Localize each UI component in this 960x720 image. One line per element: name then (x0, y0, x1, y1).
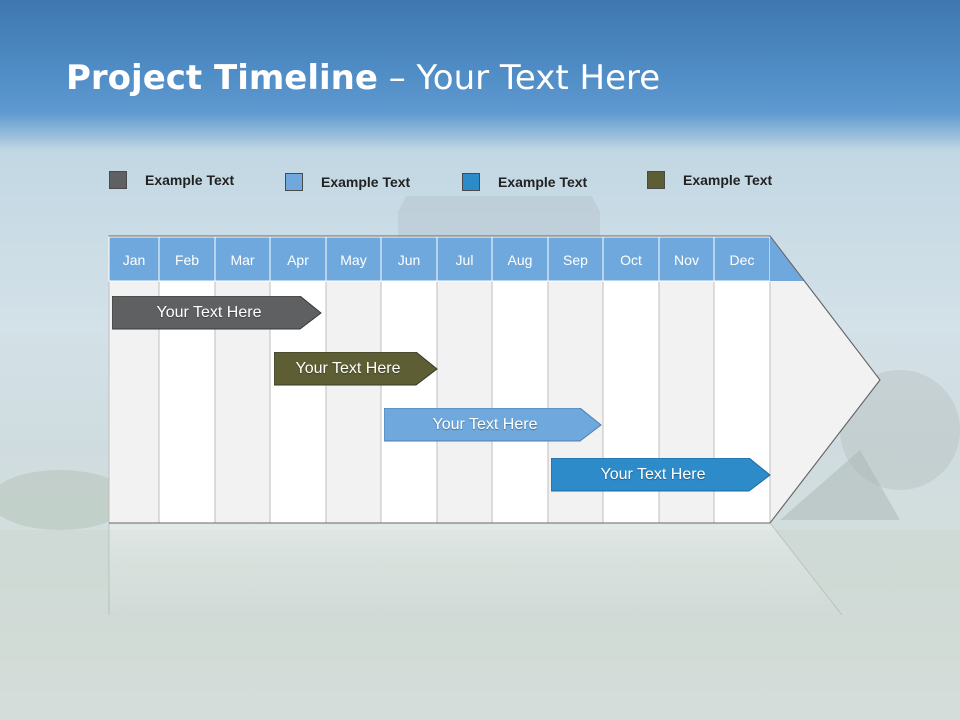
month-label-dec: Dec (730, 252, 755, 268)
task-bar-3[interactable]: Your Text Here (384, 408, 602, 442)
month-column (380, 280, 438, 524)
month-label-nov: Nov (674, 252, 699, 268)
title-rest: – Your Text Here (377, 58, 661, 98)
task-label: Your Text Here (295, 360, 401, 377)
month-label-mar: Mar (230, 252, 254, 268)
month-header-cell (491, 236, 549, 282)
month-header: Jan Feb Mar Apr May Jun Jul Aug Sep Oct Nov Dec (108, 236, 771, 282)
month-label-jul: Jul (456, 252, 474, 268)
legend-swatch (285, 173, 303, 191)
arrow-edge-top (769, 235, 881, 381)
legend-item-1: Example Text (109, 170, 234, 190)
legend-swatch (109, 171, 127, 189)
month-label-may: May (340, 252, 366, 268)
month-header-cell (602, 236, 660, 282)
legend-swatch (647, 171, 665, 189)
task-label: Your Text Here (600, 466, 706, 483)
legend-item-4: Example Text (647, 170, 772, 190)
legend-swatch (462, 173, 480, 191)
month-header-cell (108, 236, 160, 282)
month-label-oct: Oct (620, 252, 642, 268)
legend-label: Example Text (683, 172, 773, 188)
legend-label: Example Text (498, 174, 588, 190)
header-band (0, 0, 960, 150)
task-label: Your Text Here (156, 304, 262, 321)
month-label-apr: Apr (287, 252, 309, 268)
timeline-reflection (109, 523, 842, 615)
month-column (491, 280, 549, 524)
month-header-cell (547, 236, 604, 282)
month-header-cell (269, 236, 327, 282)
month-label-aug: Aug (508, 252, 533, 268)
month-label-jun: Jun (398, 252, 421, 268)
legend-item-2: Example Text (285, 172, 410, 192)
task-bar-2[interactable]: Your Text Here (274, 352, 438, 386)
arrow-edge-bottom (769, 379, 881, 524)
month-label-feb: Feb (175, 252, 199, 268)
month-header-cell (380, 236, 438, 282)
task-bar-1[interactable]: Your Text Here (112, 296, 322, 330)
reflection-edge-right (769, 522, 843, 616)
month-header-cell (325, 236, 382, 282)
page-title: Project Timeline – Your Text Here (66, 58, 660, 98)
month-column (436, 280, 493, 524)
legend-label: Example Text (145, 172, 235, 188)
month-label-jan: Jan (123, 252, 146, 268)
month-column (325, 280, 382, 524)
task-label: Your Text Here (432, 416, 538, 433)
month-header-cell (713, 236, 771, 282)
task-bar-4[interactable]: Your Text Here (551, 458, 771, 492)
month-label-sep: Sep (563, 252, 588, 268)
month-header-cell (214, 236, 271, 282)
legend-label: Example Text (321, 174, 411, 190)
month-header-cell (158, 236, 216, 282)
title-bold: Project Timeline (66, 58, 378, 98)
legend-item-3: Example Text (462, 172, 587, 192)
